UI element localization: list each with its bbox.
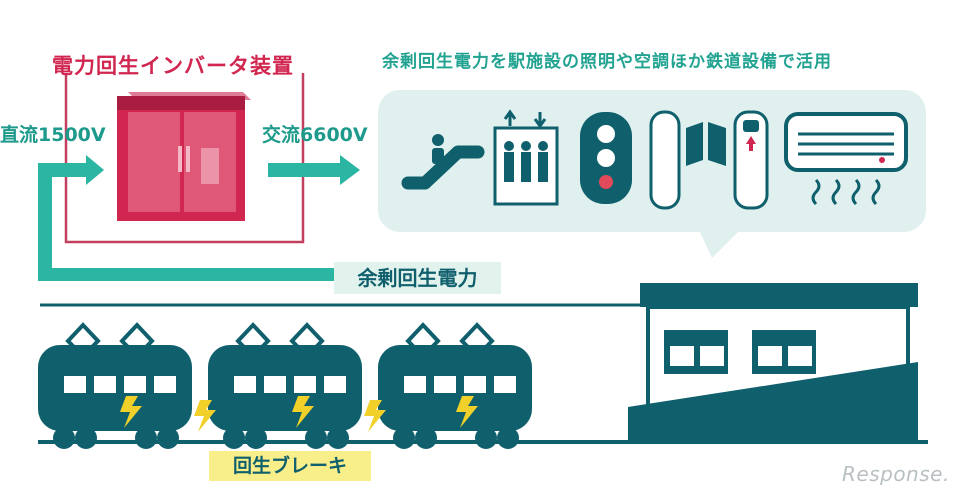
regenerative-brake-label: 回生ブレーキ	[209, 451, 371, 481]
ac-output-arrow	[268, 155, 360, 185]
dc-input-arrow	[38, 155, 104, 185]
elevator-icon	[493, 109, 559, 206]
usage-title: 余剰回生電力を駅施設の照明や空調ほか鉄道設備で活用	[382, 52, 832, 72]
escalator-icon	[401, 134, 485, 190]
ticket-gate-icon	[649, 110, 726, 210]
response-logo: Response.	[842, 462, 950, 486]
brake-spark-icon	[120, 396, 142, 428]
air-conditioner-icon	[784, 112, 908, 206]
surplus-power-label: 余剰回生電力	[334, 262, 501, 294]
ac-voltage-label: 交流6600V	[262, 124, 368, 146]
brake-spark-icon	[292, 396, 314, 428]
brake-spark-icon	[456, 396, 478, 428]
station-building	[628, 283, 918, 440]
ticket-machine-icon	[733, 110, 769, 210]
train-car-3	[378, 322, 532, 449]
traffic-signal-icon	[580, 112, 632, 204]
inverter-title: 電力回生インバータ装置	[52, 54, 294, 78]
train-car-2	[208, 322, 362, 449]
inverter-bracket	[64, 73, 305, 244]
brake-spark-icon	[194, 400, 216, 432]
inverter-device-icon	[117, 92, 251, 221]
track	[38, 440, 928, 444]
station-platform	[628, 362, 918, 440]
brake-spark-icon	[364, 400, 386, 432]
dc-voltage-label: 直流1500V	[0, 124, 106, 146]
surplus-loop-arrow	[38, 177, 336, 281]
train-car-1	[38, 322, 192, 449]
